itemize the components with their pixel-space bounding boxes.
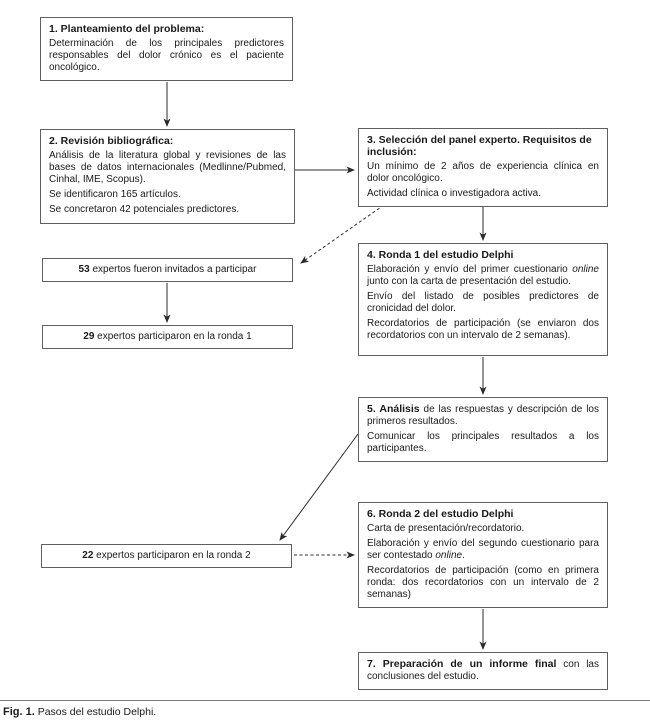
figure-caption-label: Fig. 1.: [3, 706, 35, 718]
step-4-text-1-italic: online: [572, 264, 599, 275]
step-4-text-3: Recordatorios de participación (se envia…: [367, 318, 599, 341]
step-6-box: 6. Ronda 2 del estudio Delphi Carta de p…: [358, 502, 608, 608]
step-1-box: 1. Planteamiento del problema: Determina…: [40, 17, 293, 81]
experts-round1-count: 29: [83, 331, 95, 342]
step-7-title: 7. Preparación de un informe final: [367, 658, 557, 670]
experts-round2-label: expertos participaron en la ronda 2: [93, 550, 251, 561]
step-4-title: 4. Ronda 1 del estudio Delphi: [367, 249, 514, 261]
step-5-text-1: 5. Análisis de las respuestas y descripc…: [367, 403, 599, 428]
step-6-text-2-post: .: [462, 550, 465, 561]
step-3-title: 3. Selección del panel experto. Requisit…: [367, 134, 592, 158]
caption-divider: [0, 700, 650, 701]
step-3-box: 3. Selección del panel experto. Requisit…: [358, 128, 608, 207]
step-7-box: 7. Preparación de un informe final con l…: [358, 652, 608, 690]
step-4-text-1-pre: Elaboración y envío del primer cuestiona…: [367, 264, 573, 275]
step-1-title: 1. Planteamiento del problema:: [49, 23, 205, 35]
step-7-text: 7. Preparación de un informe final con l…: [367, 658, 599, 683]
step-5-title-rest: de las respuestas y descripción de los p…: [367, 404, 599, 427]
step-5-title: 5. Análisis: [367, 403, 420, 415]
figure-caption: Fig. 1. Pasos del estudio Delphi.: [3, 706, 156, 719]
step-4-text-1: Elaboración y envío del primer cuestiona…: [367, 264, 599, 288]
experts-round2-box: 22 expertos participaron en la ronda 2: [41, 544, 292, 568]
step-7-title-rest: con las conclusiones del estudio.: [367, 659, 599, 682]
step-2-title: 2. Revisión bibliográfica:: [49, 135, 174, 147]
step-6-text-2: Elaboración y envío del segundo cuestion…: [367, 538, 599, 562]
step-3-text-2: Actividad clínica o investigadora activa…: [367, 188, 541, 199]
step-6-text-2-pre: Elaboración y envío del segundo cuestion…: [367, 538, 599, 561]
experts-round1-box: 29 expertos participaron en la ronda 1: [42, 325, 293, 349]
step-4-text-1-post: junto con la carta de presentación del e…: [367, 276, 572, 287]
step-2-text-3: Se concretaron 42 potenciales predictore…: [49, 204, 240, 215]
experts-invited-label: expertos fueron invitados a participar: [89, 264, 257, 275]
experts-invited-box: 53 expertos fueron invitados a participa…: [42, 258, 293, 282]
experts-invited-count: 53: [78, 264, 90, 275]
experts-round1-label: expertos participaron en la ronda 1: [94, 331, 252, 342]
step-6-text-2-italic: online: [435, 550, 463, 561]
step-1-text: Determinación de los principales predict…: [49, 38, 284, 73]
experts-round2-count: 22: [82, 550, 94, 561]
arrow-step5-to-round2: [279, 433, 359, 541]
step-2-text-1: Análisis de la literatura global y revis…: [49, 150, 286, 185]
step-6-text-3: Recordatorios de participación (como en …: [367, 565, 599, 600]
step-2-text-2: Se identificaron 165 artículos.: [49, 189, 181, 200]
step-4-text-2: Envío del listado de posibles predictore…: [367, 291, 599, 314]
step-5-box: 5. Análisis de las respuestas y descripc…: [358, 397, 608, 462]
step-6-text-1: Carta de presentación/recordatorio.: [367, 523, 525, 534]
step-6-title: 6. Ronda 2 del estudio Delphi: [367, 508, 514, 520]
step-3-text-1: Un mínimo de 2 años de experiencia clíni…: [367, 161, 599, 184]
figure-caption-text: Pasos del estudio Delphi.: [34, 706, 157, 718]
step-5-text-2: Comunicar los principales resultados a l…: [367, 431, 599, 454]
step-4-box: 4. Ronda 1 del estudio Delphi Elaboració…: [358, 243, 608, 356]
step-2-box: 2. Revisión bibliográfica: Análisis de l…: [40, 129, 295, 224]
